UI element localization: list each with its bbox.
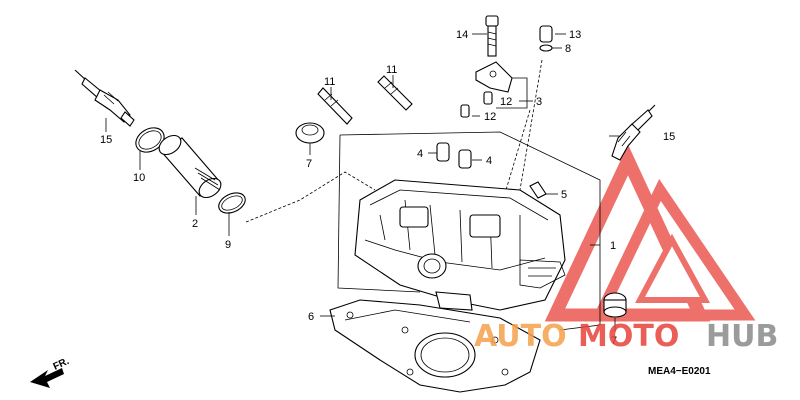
dowel-4-right: [458, 149, 472, 169]
callout-9: 9: [225, 239, 231, 251]
front-marker: FR.: [52, 356, 71, 373]
valve-guide-left: [317, 87, 353, 125]
callout-2: 2: [192, 218, 198, 230]
stem-seal-cap-lower: [603, 292, 627, 318]
callout-1: 1: [610, 240, 616, 252]
bracket-3: [475, 61, 513, 93]
callout-15-right: 15: [663, 131, 675, 143]
callout-4-right: 4: [486, 155, 492, 167]
callout-labels: 14 13 8 11 11 12 3 12 15 4 4 15 10 7 5 2…: [100, 29, 675, 347]
callout-7-upper: 7: [306, 158, 312, 170]
watermark-moto: MOTO: [578, 319, 679, 354]
callout-13: 13: [569, 29, 581, 41]
head-gasket: [329, 299, 541, 393]
o-ring-9: [218, 192, 246, 214]
callout-14: 14: [456, 29, 468, 41]
diagram-code: MEA4−E0201: [648, 366, 711, 377]
watermark-text: AUTO MOTO HUB: [474, 319, 778, 354]
dowel-pin-12-lower: [460, 104, 470, 118]
cap-13: [539, 25, 553, 43]
stud-5: [529, 181, 547, 199]
watermark-hub: HUB: [706, 319, 778, 354]
washer-8: [539, 44, 553, 52]
dowel-4-left: [436, 142, 450, 162]
front-arrow-icon: [30, 368, 64, 388]
callout-8: 8: [565, 43, 571, 55]
callout-6: 6: [308, 311, 314, 323]
spark-plug-right: [611, 104, 656, 161]
dowel-pin-12-upper: [483, 91, 493, 105]
callout-5: 5: [561, 189, 567, 201]
callout-11-left: 11: [324, 76, 335, 88]
callout-12-upper: 12: [500, 96, 512, 108]
stem-seal-cap-upper: [295, 122, 325, 144]
leader-lines: [105, 33, 620, 332]
watermark-logo: [544, 144, 756, 322]
watermark-auto: AUTO: [474, 319, 567, 354]
valve-guide-right: [377, 75, 413, 111]
o-ring-10: [135, 127, 165, 153]
callout-4-left: 4: [417, 148, 423, 160]
callout-11-right: 11: [386, 64, 397, 76]
cylinder-head: [354, 179, 566, 311]
callout-12-lower: 12: [484, 111, 496, 123]
spark-plug-tube: [158, 134, 222, 199]
callout-7-lower: 7: [611, 335, 617, 347]
callout-15-left: 15: [100, 134, 112, 146]
callout-10: 10: [133, 172, 145, 184]
callout-3: 3: [536, 96, 542, 108]
bolt-14: [485, 15, 499, 57]
spark-plug-left: [74, 69, 135, 127]
